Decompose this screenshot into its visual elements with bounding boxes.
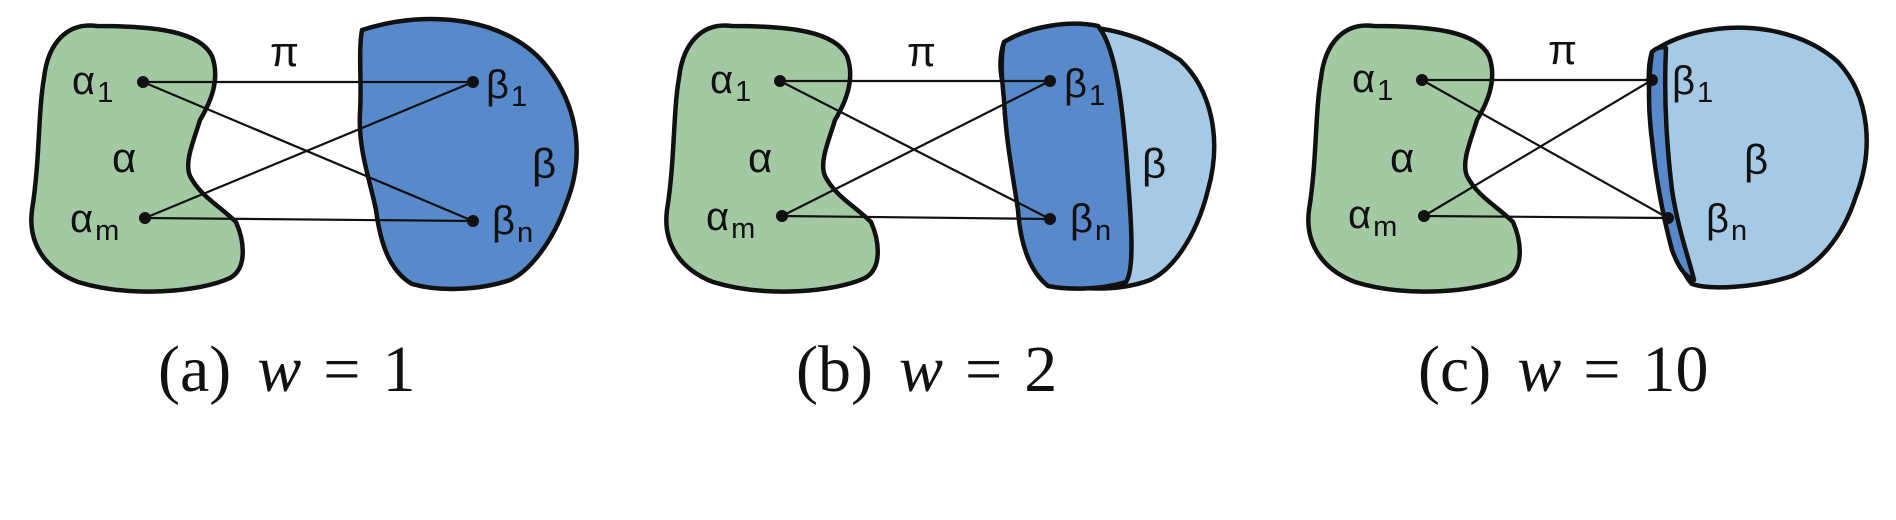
node-dot-beta-n bbox=[1662, 212, 1674, 224]
alpha-m-label: αm bbox=[70, 197, 119, 247]
transport-edges bbox=[142, 80, 474, 223]
alpha-1-label: α1 bbox=[72, 59, 113, 109]
beta-n-label: βn bbox=[1070, 197, 1111, 247]
edge-a1-bn bbox=[1421, 79, 1669, 219]
node-dot-beta-1 bbox=[467, 76, 479, 88]
node-dot-beta-1 bbox=[1646, 74, 1658, 86]
alpha-set-label: α bbox=[1390, 134, 1414, 181]
beta-n-label: βn bbox=[1706, 197, 1747, 247]
node-dot-beta-n bbox=[467, 215, 479, 227]
panel-caption: (a)w=1 bbox=[158, 333, 416, 406]
alpha-1-label: α1 bbox=[1352, 57, 1393, 107]
alpha-set-label: α bbox=[748, 134, 772, 181]
beta-set-label: β bbox=[532, 140, 556, 187]
alpha-set-label: α bbox=[112, 134, 136, 181]
edge-am-bn bbox=[781, 214, 1051, 221]
alpha-m-label: αm bbox=[706, 195, 755, 245]
alpha-m-label: αm bbox=[1348, 193, 1397, 243]
node-dot-beta-1 bbox=[1044, 75, 1056, 87]
beta-set-shape-dark bbox=[1646, 44, 1697, 283]
panel-caption: (c)w=10 bbox=[1418, 333, 1709, 406]
pi-label: π bbox=[270, 28, 299, 75]
beta-set-label: β bbox=[1142, 140, 1166, 187]
beta-1-label: β1 bbox=[1064, 62, 1105, 112]
transport-edges bbox=[779, 79, 1051, 221]
node-dot-alpha-1 bbox=[1416, 74, 1428, 86]
transport-edges bbox=[1421, 78, 1669, 220]
node-dot-alpha-1 bbox=[137, 76, 149, 88]
beta-1-label: β1 bbox=[1672, 59, 1713, 109]
alpha-set-shape bbox=[29, 23, 245, 294]
panel-a: π α β α1 αm β1 βn (a)w=1 bbox=[29, 16, 579, 406]
alpha-set-shape bbox=[1306, 23, 1522, 294]
panel-caption: (b)w=2 bbox=[796, 333, 1057, 406]
node-dot-alpha-m bbox=[1418, 210, 1430, 222]
edge-am-b1 bbox=[781, 80, 1051, 217]
beta-n-label: βn bbox=[492, 199, 533, 249]
edge-am-bn bbox=[1423, 214, 1669, 220]
node-dot-alpha-m bbox=[776, 210, 788, 222]
panel-c: π α β α1 αm β1 βn (c)w=10 bbox=[1306, 23, 1869, 406]
node-dot-alpha-m bbox=[139, 212, 151, 224]
edge-am-b1 bbox=[1423, 79, 1653, 217]
beta-1-label: β1 bbox=[486, 63, 527, 113]
panel-b: π α β α1 αm β1 βn (b)w=2 bbox=[664, 21, 1217, 406]
edge-am-bn bbox=[144, 216, 474, 223]
pi-label: π bbox=[1548, 26, 1577, 73]
node-dot-beta-n bbox=[1044, 213, 1056, 225]
beta-set-label: β bbox=[1744, 136, 1768, 183]
node-dot-alpha-1 bbox=[774, 75, 786, 87]
edge-am-b1 bbox=[144, 80, 474, 220]
pi-label: π bbox=[907, 28, 936, 75]
alpha-1-label: α1 bbox=[710, 58, 751, 108]
